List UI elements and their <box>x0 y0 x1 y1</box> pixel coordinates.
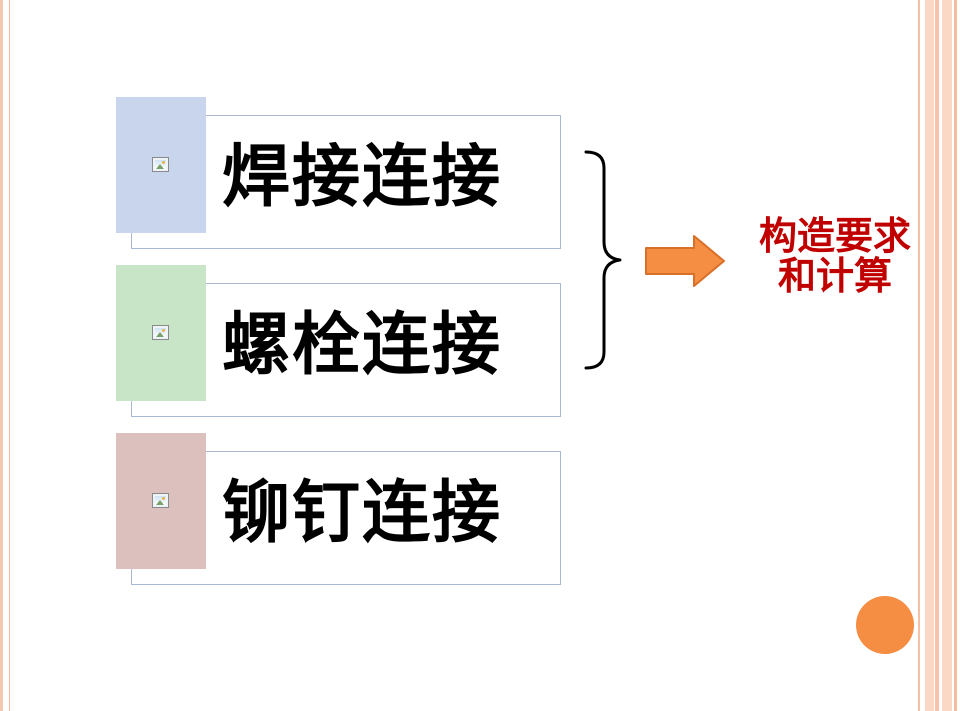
left-border-line <box>9 0 10 711</box>
orange-circle <box>856 596 914 654</box>
picture-icon <box>152 325 169 340</box>
item-color-block <box>116 433 206 569</box>
picture-icon <box>152 157 169 172</box>
right-border-stripe <box>925 0 934 711</box>
connection-item-rivet: 铆钉连接 <box>116 433 561 585</box>
right-brace-icon <box>584 150 622 370</box>
connection-item-bolt: 螺栓连接 <box>116 265 561 417</box>
right-arrow-icon <box>645 235 725 287</box>
picture-icon <box>152 493 169 508</box>
item-label: 螺栓连接 <box>222 305 503 385</box>
left-border-stripe <box>0 0 3 711</box>
right-border-stripe <box>935 0 939 711</box>
right-border-stripe <box>918 0 920 711</box>
result-text: 构造要求 和计算 <box>740 216 930 296</box>
item-label: 铆钉连接 <box>222 473 503 553</box>
result-line-2: 和计算 <box>777 254 892 298</box>
right-border-stripe <box>942 0 952 711</box>
item-color-block <box>116 97 206 233</box>
item-label: 焊接连接 <box>222 137 503 217</box>
result-line-1: 构造要求 <box>758 214 911 258</box>
item-color-block <box>116 265 206 401</box>
right-border-stripe <box>954 0 957 711</box>
connection-item-welding: 焊接连接 <box>116 97 561 249</box>
